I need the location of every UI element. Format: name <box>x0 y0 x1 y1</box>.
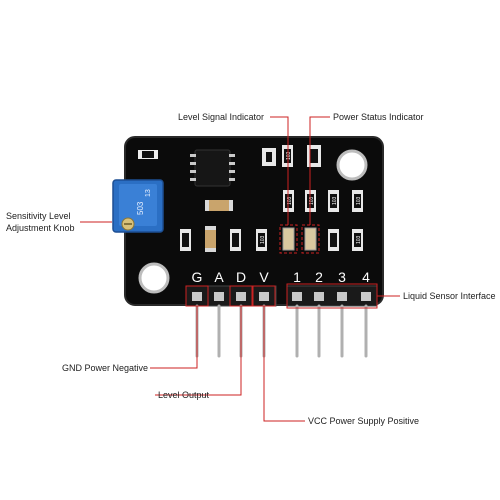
level-signal-highlight <box>279 224 298 254</box>
resistor-row-lower <box>180 229 363 251</box>
gnd-power-negative-label: GND Power Negative <box>62 363 149 373</box>
potentiometer-label: 503 <box>136 201 145 215</box>
resistor-mark: 103 <box>286 151 292 160</box>
pin-label-d: D <box>236 269 246 285</box>
pin-header-right <box>286 285 378 307</box>
ic-chip <box>194 149 231 187</box>
pin-label-2: 2 <box>315 269 323 285</box>
mounting-hole-bottom-left <box>138 262 170 294</box>
pin-label-v: V <box>259 269 269 285</box>
level-signal-led <box>282 227 295 251</box>
pin-label-a: A <box>214 269 224 285</box>
pin-header-left <box>185 285 277 307</box>
power-status-highlight <box>301 224 320 254</box>
level-signal-indicator-label: Level Signal Indicator <box>178 112 265 122</box>
capacitor-group <box>205 200 233 252</box>
resistor-mark: 103 <box>356 196 362 205</box>
level-output-label: Level Output <box>158 390 210 400</box>
resistor-mark: 103 <box>260 235 266 244</box>
pin-label-1: 1 <box>293 269 301 285</box>
resistor-mark: 103 <box>309 196 315 205</box>
header-pins <box>195 304 368 358</box>
potentiometer-code: 13 <box>145 189 152 197</box>
ic-pins <box>190 154 235 181</box>
resistor-mark: 103 <box>332 196 338 205</box>
power-status-led <box>304 227 317 251</box>
pin-label-4: 4 <box>362 269 370 285</box>
power-status-indicator-label: Power Status Indicator <box>333 112 424 122</box>
liquid-sensor-interface-label: Liquid Sensor Interface <box>403 291 496 301</box>
vcc-power-supply-label: VCC Power Supply Positive <box>308 416 420 426</box>
pin-label-g: G <box>192 269 203 285</box>
pin-label-3: 3 <box>338 269 346 285</box>
sensitivity-knob-label: Sensitivity Level Adjustment Knob <box>6 211 75 233</box>
callout-lines <box>80 116 400 422</box>
resistor-mark: 103 <box>287 196 293 205</box>
resistor-mark: 103 <box>356 235 362 244</box>
pcb-board <box>125 137 383 305</box>
mounting-hole-top-right <box>336 149 368 181</box>
